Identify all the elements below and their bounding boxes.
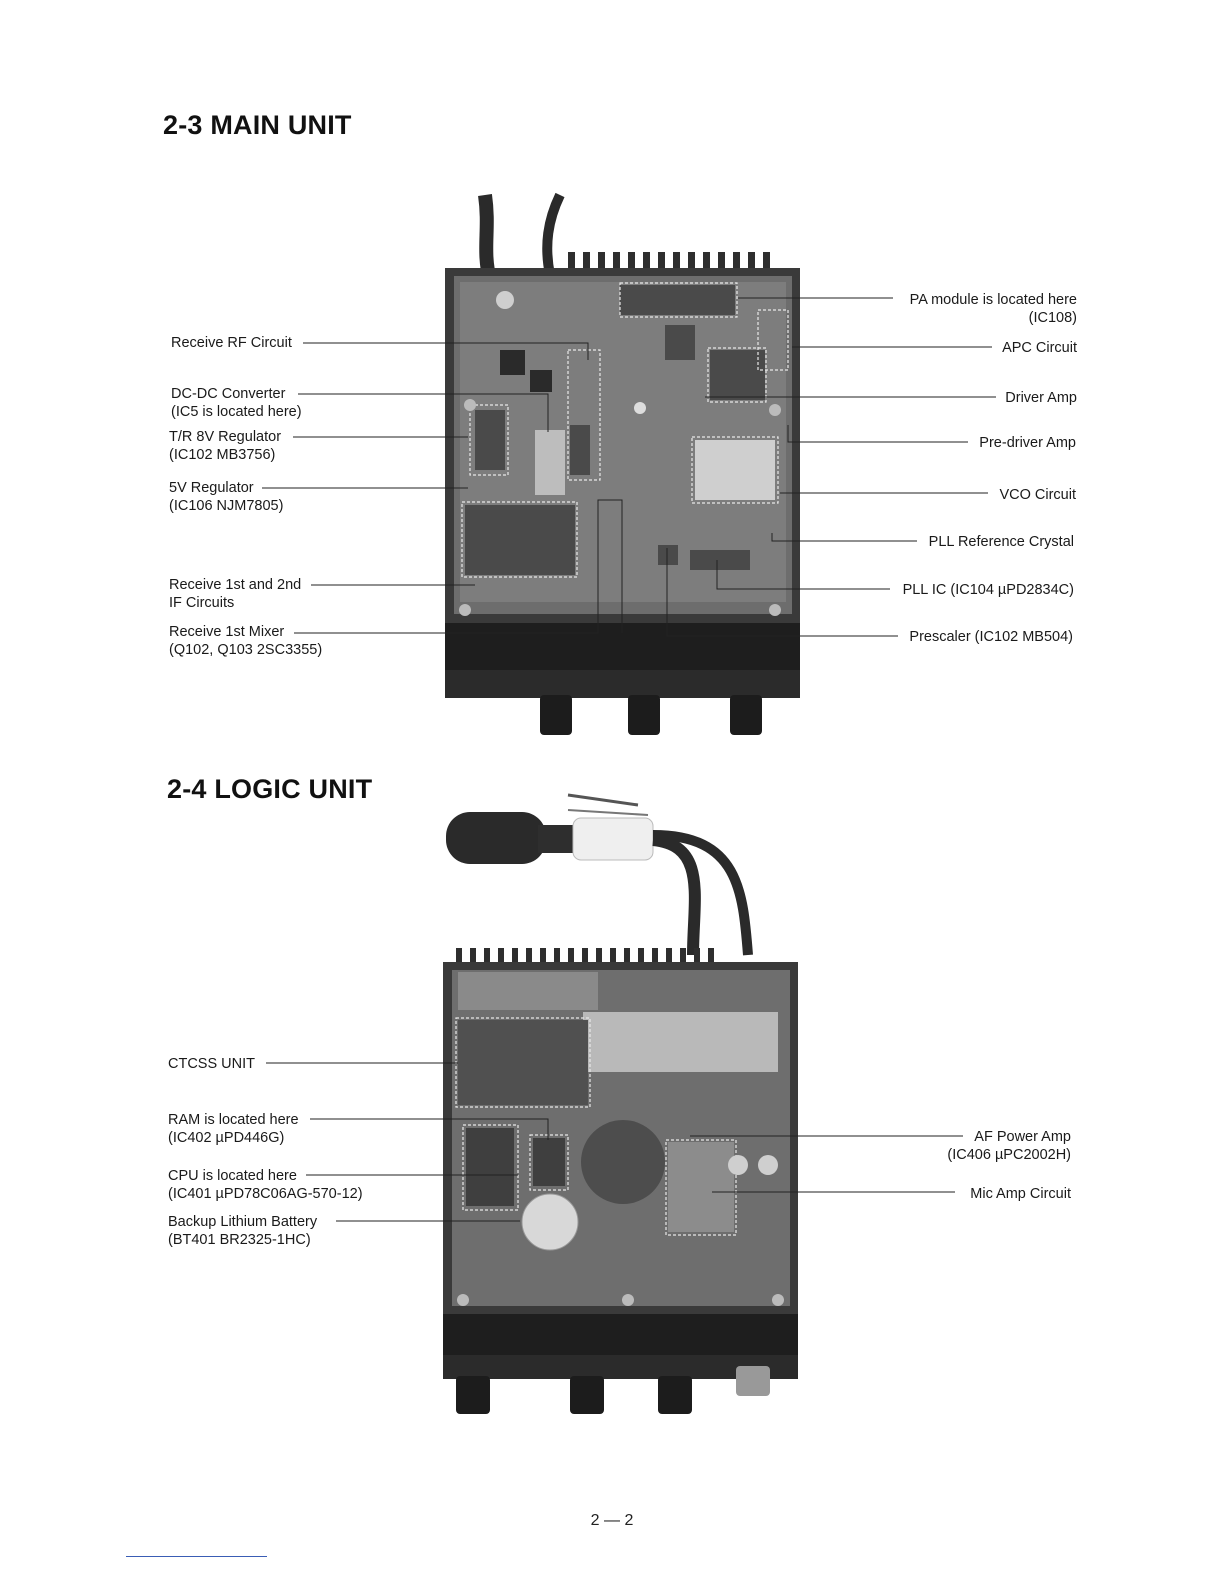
label-af-power-amp: AF Power Amp (IC406 µPC2002H) — [947, 1129, 1071, 1163]
label-receive-rf-circuit: Receive RF Circuit — [171, 335, 292, 351]
label-5v-regulator: 5V Regulator (IC106 NJM7805) — [169, 480, 284, 514]
label-tr-8v-regulator: T/R 8V Regulator (IC102 MB3756) — [169, 429, 282, 463]
footer-rule — [126, 1556, 267, 1557]
label-mic-amp-circuit: Mic Amp Circuit — [970, 1186, 1071, 1202]
label-receive-1st-mixer: Receive 1st Mixer (Q102, Q103 2SC3355) — [169, 624, 323, 658]
logic-unit-photo — [443, 793, 798, 1414]
label-driver-amp: Driver Amp — [1005, 390, 1077, 406]
section-heading-logic-unit: 2-4 LOGIC UNIT — [167, 774, 373, 804]
label-pre-driver-amp: Pre-driver Amp — [979, 435, 1076, 451]
label-pll-reference-crystal: PLL Reference Crystal — [928, 534, 1074, 550]
page-number: 2 — 2 — [590, 1512, 634, 1529]
label-ctcss-unit: CTCSS UNIT — [168, 1056, 255, 1072]
label-cpu: CPU is located here (IC401 µPD78C06AG-57… — [168, 1168, 363, 1202]
label-backup-lithium-battery: Backup Lithium Battery (BT401 BR2325-1HC… — [168, 1214, 318, 1248]
section-heading-main-unit: 2-3 MAIN UNIT — [163, 110, 352, 140]
main-unit-photo — [445, 192, 800, 735]
label-ram: RAM is located here (IC402 µPD446G) — [168, 1112, 299, 1146]
label-apc-circuit: APC Circuit — [1002, 340, 1077, 356]
label-receive-if-circuits: Receive 1st and 2nd IF Circuits — [169, 577, 302, 611]
label-pll-ic: PLL IC (IC104 µPD2834C) — [902, 582, 1074, 598]
label-prescaler: Prescaler (IC102 MB504) — [909, 629, 1073, 645]
label-pa-module: PA module is located here (IC108) — [909, 292, 1077, 326]
label-vco-circuit: VCO Circuit — [999, 487, 1076, 503]
label-dc-dc-converter: DC-DC Converter (IC5 is located here) — [171, 386, 302, 420]
